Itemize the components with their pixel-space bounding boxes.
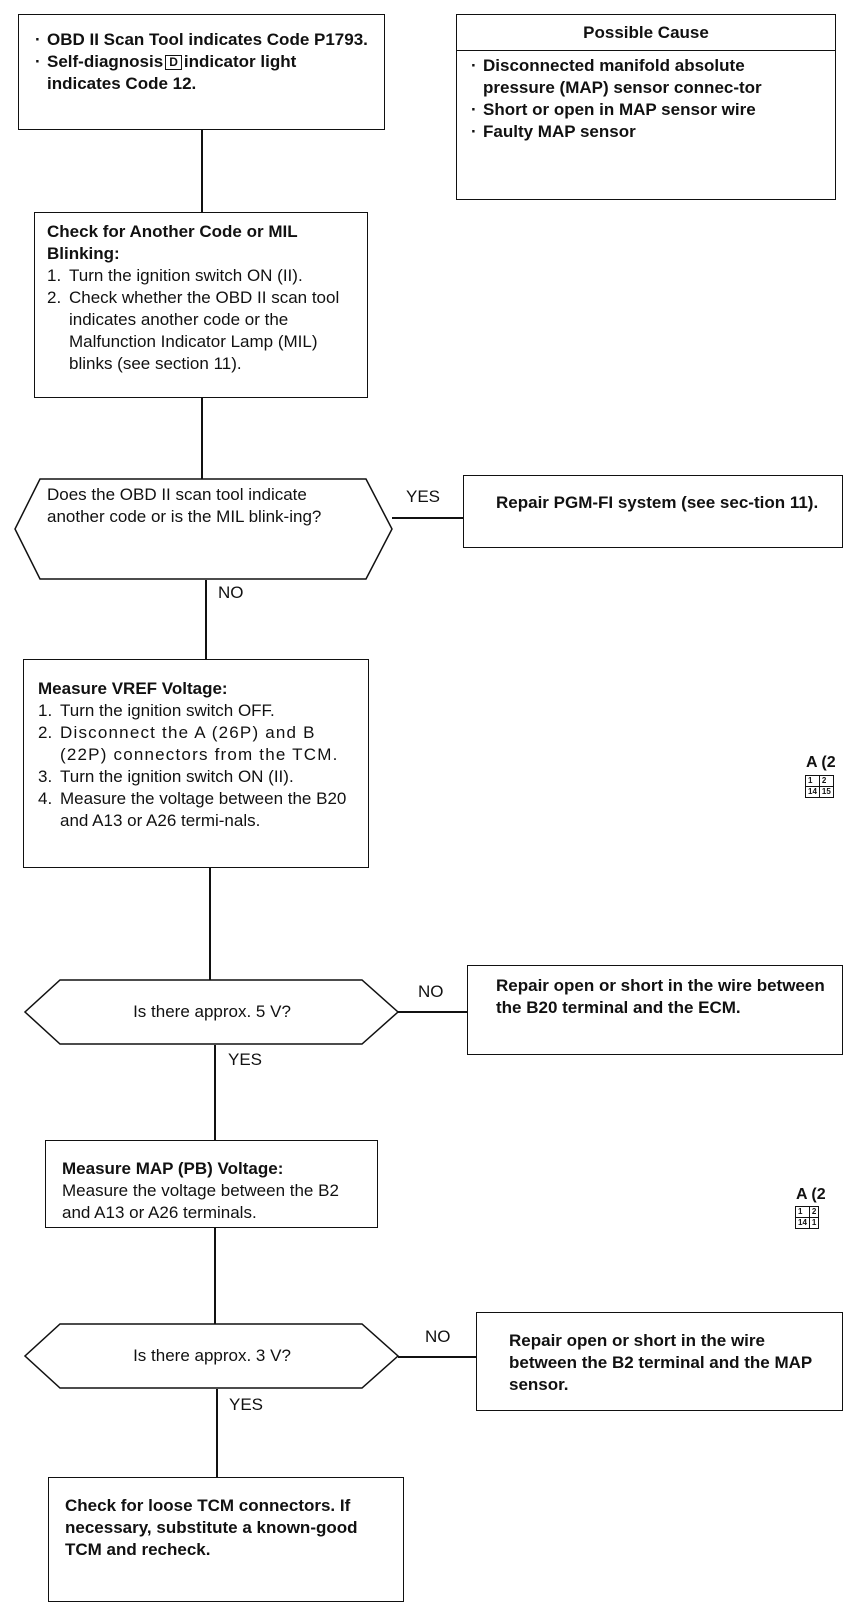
flow-line — [205, 580, 207, 660]
check-code-step: 2.Check whether the OBD II scan tool ind… — [47, 288, 340, 373]
measure-vref-step: 3.Turn the ignition switch ON (II). — [38, 767, 294, 786]
final-action-box: Check for loose TCM connectors. If neces… — [48, 1477, 404, 1602]
check-code-title: Check for Another Code or MIL Blinking: — [47, 222, 298, 263]
decision-3-question: Is there approx. 3 V? — [133, 1346, 291, 1365]
measure-vref-step: 4.Measure the voltage between the B20 an… — [38, 789, 347, 830]
measure-map-box: Measure MAP (PB) Voltage: Measure the vo… — [45, 1140, 378, 1228]
check-code-box: Check for Another Code or MIL Blinking: … — [34, 212, 368, 398]
start-bullet-code: OBD II Scan Tool indicates Code P1793. — [33, 29, 372, 51]
flow-line — [398, 1011, 468, 1013]
flow-line — [214, 1045, 216, 1141]
measure-vref-title: Measure VREF Voltage: — [38, 679, 228, 698]
cause-item: Disconnected manifold absolute pressure … — [469, 55, 821, 99]
flow-line — [201, 130, 203, 213]
decision-1-question: Does the OBD II scan tool indicate anoth… — [47, 485, 322, 526]
decision-2-shape — [24, 979, 400, 1045]
measure-map-text: Measure the voltage between the B2 and A… — [62, 1181, 339, 1222]
decision-2-yes-label: YES — [228, 1050, 263, 1069]
d-indicator-icon: D — [165, 55, 182, 70]
repair-b2-box: Repair open or short in the wire between… — [476, 1312, 843, 1411]
cause-item: Faulty MAP sensor — [469, 121, 821, 143]
possible-cause-title: Possible Cause — [457, 15, 835, 51]
repair-pgmfi-box: Repair PGM-FI system (see sec-tion 11). — [463, 475, 843, 548]
decision-3-yes-label: YES — [229, 1395, 264, 1414]
flow-line — [201, 398, 203, 480]
decision-3-no-label: NO — [425, 1327, 451, 1346]
measure-vref-box: Measure VREF Voltage: 1.Turn the ignitio… — [23, 659, 369, 868]
measure-vref-step: 2.Disconnect the A (26P) and B (22P) con… — [38, 723, 339, 764]
measure-vref-step: 1.Turn the ignition switch OFF. — [38, 701, 275, 720]
repair-b20-box: Repair open or short in the wire between… — [467, 965, 843, 1055]
check-code-step: 1.Turn the ignition switch ON (II). — [47, 266, 303, 285]
connector-a-label: A (2 — [796, 1186, 826, 1203]
possible-cause-box: Possible Cause Disconnected manifold abs… — [456, 14, 836, 200]
decision-2-question: Is there approx. 5 V? — [133, 1002, 291, 1021]
flow-line — [214, 1228, 216, 1324]
flow-line — [209, 868, 211, 980]
start-box: OBD II Scan Tool indicates Code P1793. S… — [18, 14, 385, 130]
flow-line — [392, 517, 464, 519]
decision-1-yes-label: YES — [406, 487, 441, 506]
decision-2-no-label: NO — [418, 982, 444, 1001]
measure-map-title: Measure MAP (PB) Voltage: — [62, 1159, 284, 1178]
decision-1-no-label: NO — [218, 583, 244, 602]
decision-1-shape — [14, 478, 393, 580]
connector-a-label: A (2 — [806, 754, 836, 771]
decision-3-shape — [24, 1323, 400, 1389]
cause-item: Short or open in MAP sensor wire — [469, 99, 821, 121]
flow-line — [398, 1356, 477, 1358]
flow-line — [216, 1389, 218, 1478]
